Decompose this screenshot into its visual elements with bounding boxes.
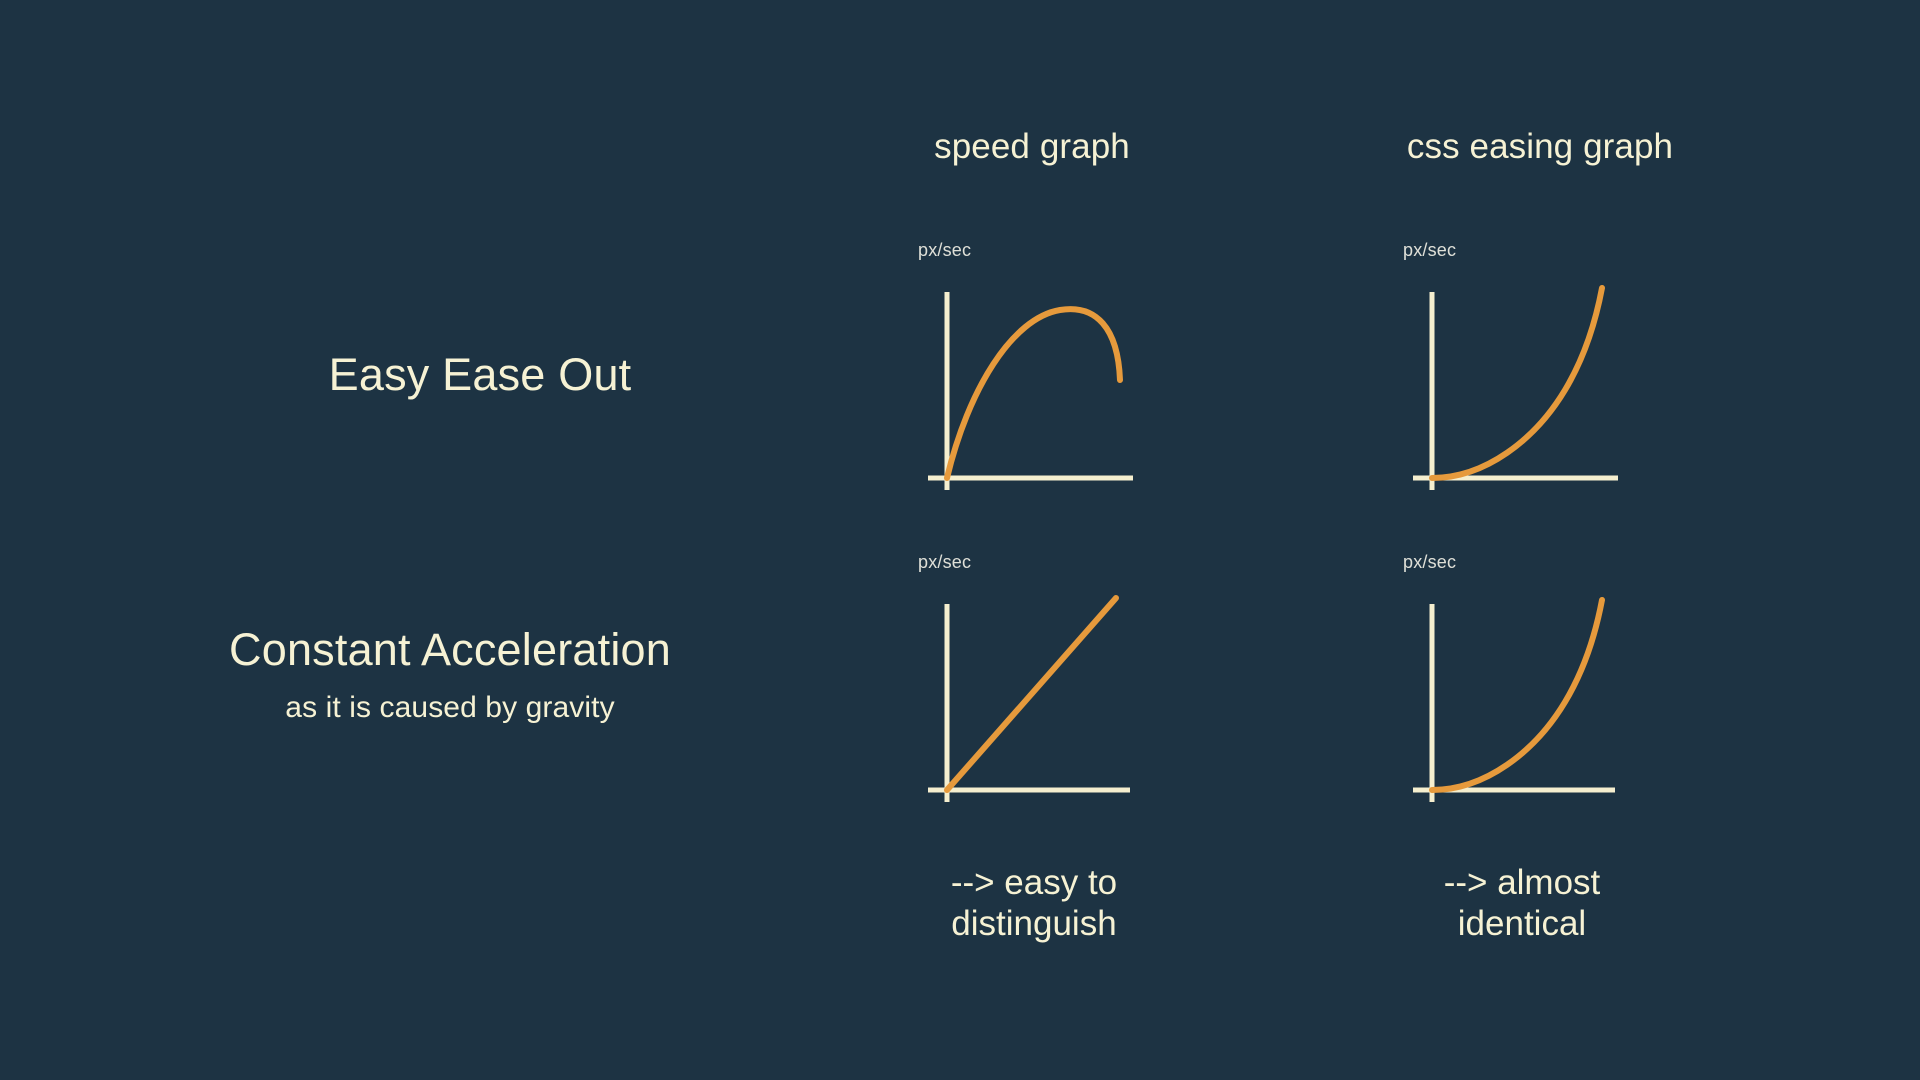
y-axis-unit-label: px/sec: [918, 240, 972, 260]
y-axis-unit-label: px/sec: [1403, 552, 1457, 572]
y-axis-unit-label: px/sec: [1403, 240, 1457, 260]
column-header-css-easing-graph: css easing graph: [1406, 127, 1674, 166]
graph-svg-easy-ease-out-speed: [928, 292, 1133, 490]
speed-line: [944, 595, 1119, 793]
row-title-easy-ease-out: Easy Ease Out: [328, 349, 632, 400]
easing-curve: [1429, 597, 1605, 793]
note-css-easing-graph: --> almost identical: [1443, 863, 1601, 944]
graph-constant-acceleration-css: px/sec: [1385, 552, 1665, 822]
row-subtitle-constant-acceleration: as it is caused by gravity: [285, 690, 615, 724]
row-label-constant-acceleration: Constant Acceleration as it is caused by…: [60, 625, 840, 724]
note-speed-graph: --> easy to distinguish: [950, 863, 1118, 944]
graph-easy-ease-out-speed: px/sec: [900, 240, 1180, 510]
graph-easy-ease-out-css: px/sec: [1385, 240, 1665, 510]
graph-svg-easy-ease-out-css: [1413, 285, 1618, 490]
row-label-easy-ease-out: Easy Ease Out: [120, 350, 840, 400]
y-axis-unit-label: px/sec: [918, 552, 972, 572]
easing-curve: [1429, 285, 1605, 481]
graph-svg-constant-acceleration-speed: [928, 595, 1130, 802]
speed-curve: [944, 306, 1123, 481]
row-title-constant-acceleration: Constant Acceleration: [229, 624, 671, 675]
column-header-speed-graph: speed graph: [934, 127, 1130, 166]
graph-svg-constant-acceleration-css: [1413, 597, 1615, 802]
graph-constant-acceleration-speed: px/sec: [900, 552, 1180, 822]
